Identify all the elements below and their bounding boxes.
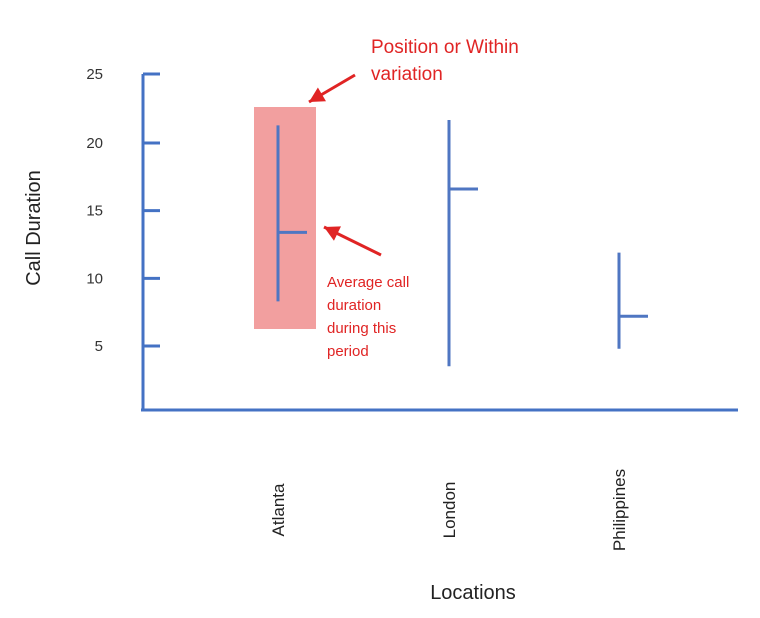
annotation-range-line-1: Position or Within (371, 37, 519, 58)
arrow-to-mean (323, 225, 382, 257)
y-ticks: 5 10 15 20 25 (86, 66, 160, 355)
category-label-atlanta: Atlanta (269, 483, 288, 536)
y-tick-label-10: 10 (86, 270, 103, 287)
highlight-layer (254, 107, 316, 329)
x-category-labels: Atlanta London Philippines (269, 469, 629, 551)
category-label-philippines: Philippines (610, 469, 629, 551)
y-tick-label-15: 15 (86, 203, 103, 220)
arrow-to-range (308, 73, 356, 104)
axes (141, 74, 738, 412)
y-tick-label-25: 25 (86, 66, 103, 83)
annotation-range-line-2: variation (371, 64, 443, 85)
y-axis-title: Call Duration (23, 170, 45, 286)
arrow-to-range-head (309, 87, 326, 102)
highlight-box (254, 107, 316, 329)
annotation-mean-line-4: period (327, 343, 369, 360)
annotation-mean-line-3: during this (327, 320, 396, 337)
range-series (276, 120, 648, 367)
arrow-to-mean-head (324, 226, 341, 241)
y-tick-label-5: 5 (95, 338, 103, 355)
category-label-london: London (440, 482, 459, 539)
annotation-mean-line-2: duration (327, 297, 381, 314)
x-axis-title: Locations (430, 582, 516, 604)
y-tick-label-20: 20 (86, 135, 103, 152)
annotation-mean-line-1: Average call (327, 274, 409, 291)
